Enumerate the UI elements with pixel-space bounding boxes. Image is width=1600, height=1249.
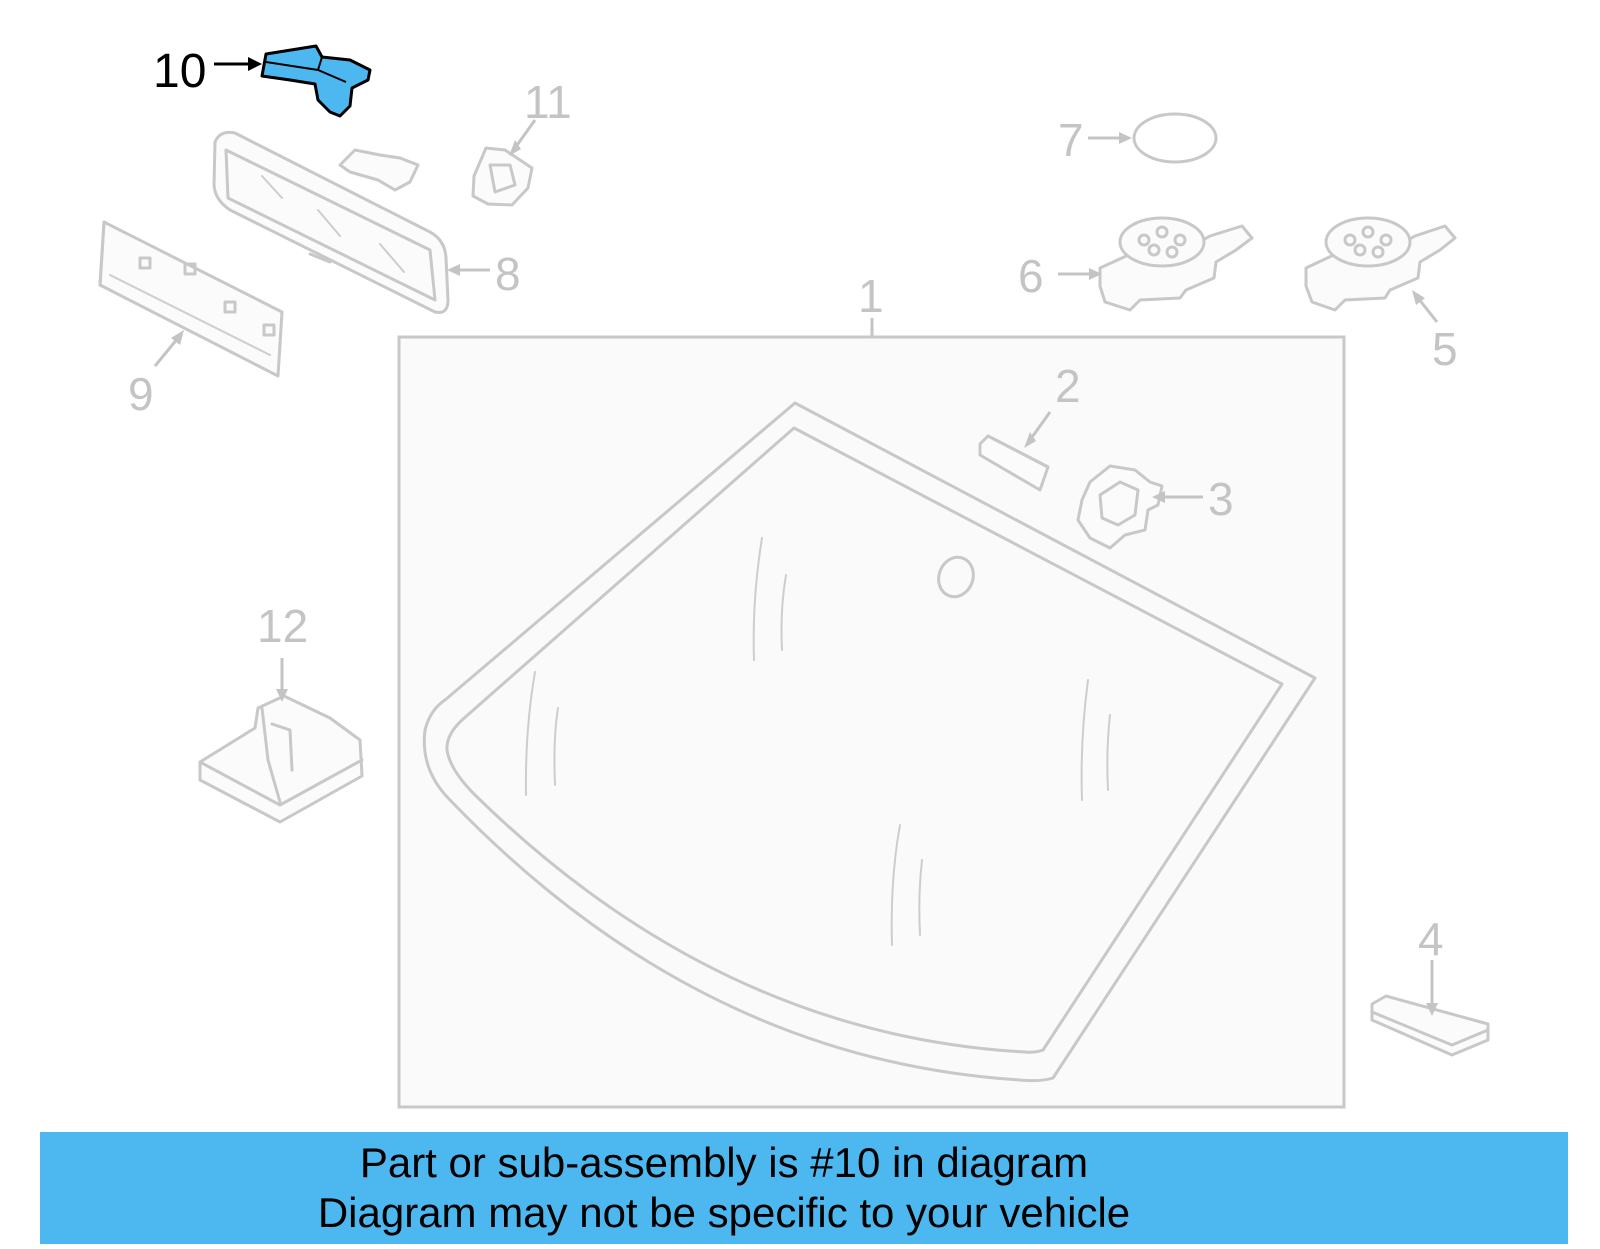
part-6-sensor[interactable]: 6 xyxy=(1018,216,1254,312)
part-8-mirror[interactable]: 8 xyxy=(212,130,521,314)
part-9-trim-cover[interactable]: 9 xyxy=(98,220,284,420)
windshield-outer xyxy=(422,401,1317,1083)
part-10-bracket-highlighted[interactable]: 10 xyxy=(153,44,372,118)
callout-2: 2 xyxy=(1055,360,1081,412)
callout-1: 1 xyxy=(858,270,884,322)
banner-line-2: Diagram may not be specific to your vehi… xyxy=(317,1189,1131,1236)
callout-6: 6 xyxy=(1018,250,1044,302)
callout-11: 11 xyxy=(524,76,572,128)
part-7-gasket[interactable]: 7 xyxy=(1058,112,1218,166)
callout-7: 7 xyxy=(1058,114,1084,166)
part-12-mount[interactable]: 12 xyxy=(198,600,364,824)
callout-12: 12 xyxy=(257,600,308,652)
callout-8: 8 xyxy=(495,248,521,300)
part-10-shape xyxy=(260,44,372,118)
callout-3: 3 xyxy=(1208,473,1234,525)
info-banner: Part or sub-assembly is #10 in diagram D… xyxy=(40,1132,1568,1244)
banner-line-1: Part or sub-assembly is #10 in diagram xyxy=(359,1139,1089,1186)
callout-4: 4 xyxy=(1418,913,1444,965)
part-4-pad[interactable]: 4 xyxy=(1370,913,1490,1057)
windshield-box xyxy=(397,335,1346,1109)
part-2-clip[interactable]: 2 xyxy=(978,360,1081,492)
windshield-inner xyxy=(445,426,1284,1054)
part-11-cover[interactable]: 11 xyxy=(471,76,572,207)
part-3-bracket[interactable]: 3 xyxy=(1076,464,1234,550)
callout-5: 5 xyxy=(1432,323,1458,375)
sensor-window xyxy=(937,555,975,599)
part-1-windshield[interactable]: 1 xyxy=(397,270,1346,1109)
part-5-sensor[interactable]: 5 xyxy=(1304,216,1458,375)
callout-10: 10 xyxy=(153,45,206,98)
callout-9: 9 xyxy=(128,368,154,420)
